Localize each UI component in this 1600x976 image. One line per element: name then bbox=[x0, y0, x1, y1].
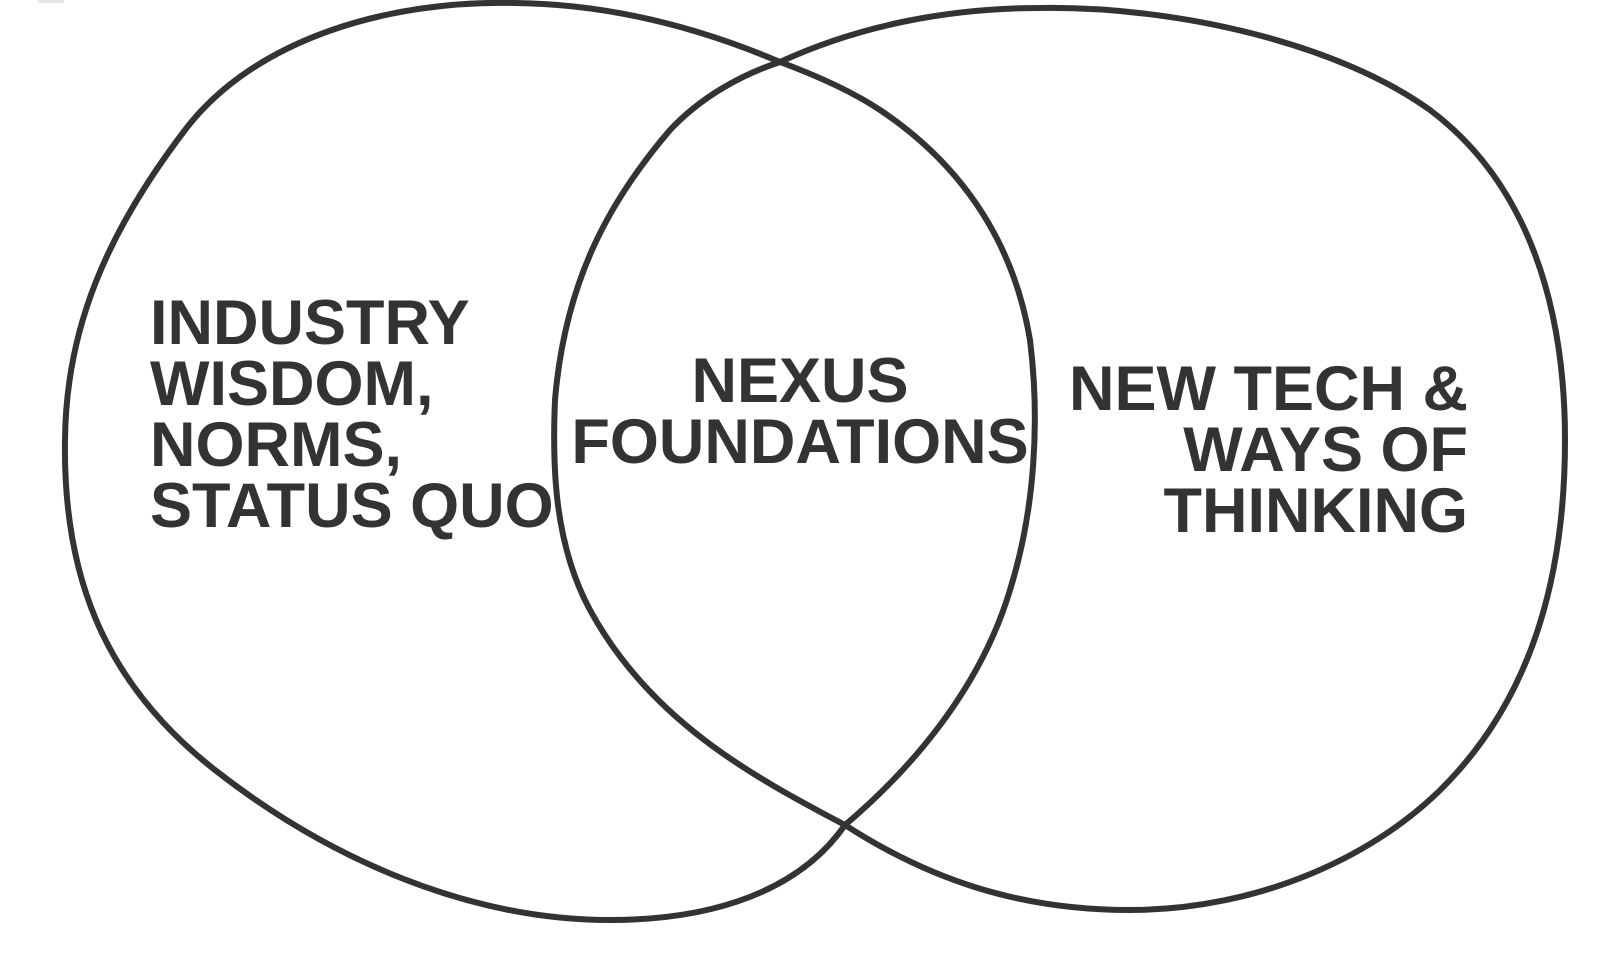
corner-artifact bbox=[38, 0, 64, 3]
intersection-line: NEXUS bbox=[691, 346, 908, 416]
left-set-line: STATUS QUO bbox=[150, 471, 554, 541]
intersection-line: FOUNDATIONS bbox=[571, 407, 1028, 477]
left-set-circle bbox=[61, 0, 848, 923]
right-set-line: WAYS OF bbox=[1183, 415, 1468, 485]
left-set-line: INDUSTRY bbox=[150, 288, 470, 358]
left-set-line: WISDOM, bbox=[150, 349, 433, 419]
right-set-label: NEW TECH & WAYS OF THINKING bbox=[1069, 354, 1468, 546]
intersection-label: NEXUS FOUNDATIONS bbox=[571, 346, 1028, 477]
left-set-label: INDUSTRY WISDOM, NORMS, STATUS QUO bbox=[150, 288, 554, 541]
right-set-line: THINKING bbox=[1164, 476, 1468, 546]
right-set-circle bbox=[777, 4, 1568, 913]
right-set-line: NEW TECH & bbox=[1069, 354, 1468, 424]
left-set-line: NORMS, bbox=[150, 410, 402, 480]
